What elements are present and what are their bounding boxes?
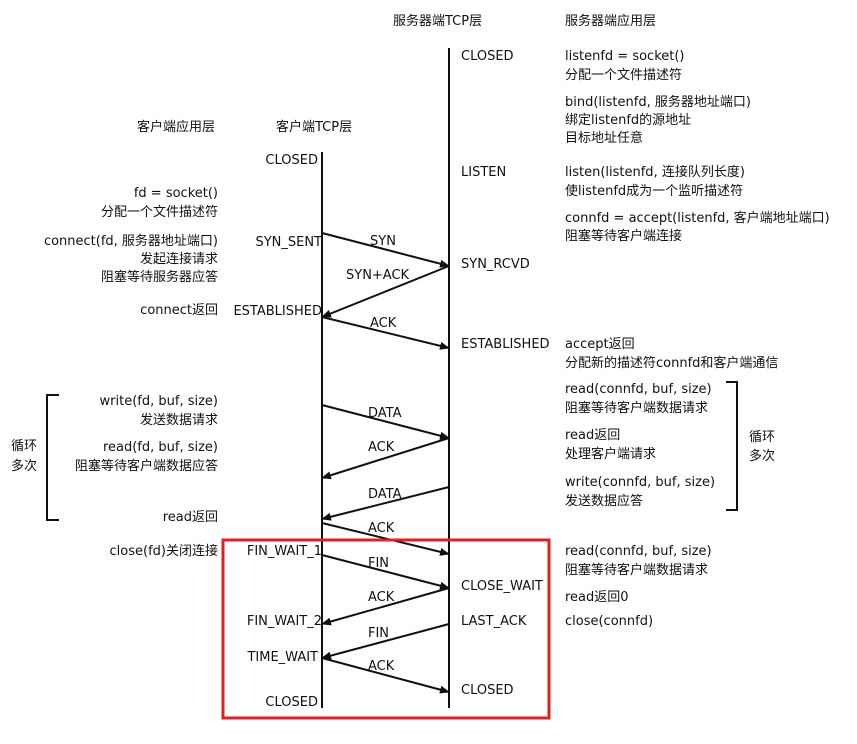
header-client-app: 客户端应用层 (137, 119, 215, 135)
server-note-read-ret-1: read返回 (565, 428, 620, 443)
client-state-closed-top: CLOSED (265, 153, 318, 168)
client-state-established: ESTABLISHED (233, 304, 322, 319)
msg-data-2: DATA (368, 487, 402, 502)
client-note-connect-2: 发起连接请求 (140, 251, 218, 267)
msg-data-1: DATA (368, 406, 402, 421)
server-note-bind-2: 绑定listenfd的源地址 (565, 112, 691, 128)
server-note-bind-3: 目标地址任意 (565, 130, 643, 146)
server-state-established: ESTABLISHED (461, 337, 550, 352)
server-note-close-read-2: 阻塞等待客户端数据请求 (565, 562, 708, 578)
server-state-closed-top: CLOSED (461, 49, 514, 64)
client-note-read-1: read(fd, buf, size) (103, 440, 218, 455)
client-state-fin-wait-2: FIN_WAIT_2 (247, 614, 322, 629)
msg-ack-2: ACK (368, 440, 395, 455)
server-loop-bracket (726, 381, 738, 511)
server-state-last-ack: LAST_ACK (461, 614, 527, 629)
msg-ack-3: ACK (368, 521, 395, 536)
arrow-fin-2 (321, 623, 450, 660)
server-note-read-zero: read返回0 (565, 590, 629, 605)
close-phase-highlight (221, 538, 551, 720)
arrow-data-2 (321, 486, 450, 521)
server-loop-label-1: 循环 (749, 430, 775, 445)
client-note-socket-1: fd = socket() (134, 186, 218, 201)
server-note-listen-2: 使listenfd成为一个监听描述符 (565, 183, 743, 199)
server-state-listen: LISTEN (461, 165, 506, 180)
msg-syn-ack: SYN+ACK (346, 268, 410, 283)
client-note-socket-2: 分配一个文件描述符 (101, 204, 218, 220)
arrow-fin-1 (321, 554, 450, 590)
server-note-socket-1: listenfd = socket() (565, 49, 685, 64)
client-loop-bracket (46, 394, 59, 521)
msg-ack-1: ACK (370, 316, 397, 331)
arrow-data-1 (321, 404, 450, 440)
msg-fin-2: FIN (368, 626, 389, 641)
client-note-write-2: 发送数据请求 (140, 412, 218, 428)
client-note-read-2: 阻塞等待客户端数据应答 (75, 458, 218, 474)
arrow-syn-ack (321, 265, 450, 318)
server-note-accept-2: 阻塞等待客户端连接 (565, 228, 682, 244)
client-loop-label-1: 循环 (11, 439, 37, 454)
msg-syn: SYN (370, 234, 396, 249)
arrow-ack-5 (321, 657, 450, 694)
arrow-ack-1 (321, 316, 450, 350)
server-note-listen-1: listen(listenfd, 连接队列长度) (565, 164, 745, 180)
header-client-tcp: 客户端TCP层 (276, 119, 352, 135)
server-note-bind-1: bind(listenfd, 服务器地址端口) (565, 94, 751, 110)
header-server-app: 服务器端应用层 (565, 13, 656, 29)
server-note-socket-2: 分配一个文件描述符 (565, 67, 682, 83)
client-note-read-ret: read返回 (163, 510, 218, 525)
server-loop-label-2: 多次 (749, 448, 775, 464)
client-note-connect-3: 阻塞等待服务器应答 (101, 269, 218, 285)
server-note-write-1: write(connfd, buf, size) (565, 475, 715, 490)
client-loop-label-2: 多次 (11, 458, 37, 474)
client-note-connect-ret: connect返回 (140, 303, 218, 318)
server-note-read-2: 阻塞等待客户端数据请求 (565, 400, 708, 416)
msg-ack-4: ACK (368, 590, 395, 605)
server-note-close-read-1: read(connfd, buf, size) (565, 544, 712, 559)
server-note-accept-ret-1: accept返回 (565, 337, 635, 352)
arrow-syn (321, 232, 450, 268)
client-note-write-1: write(fd, buf, size) (100, 394, 218, 409)
client-state-fin-wait-1: FIN_WAIT_1 (247, 544, 322, 559)
msg-ack-5: ACK (368, 659, 395, 674)
server-note-accept-ret-2: 分配新的描述符connfd和客户端通信 (565, 355, 778, 371)
client-state-syn-sent: SYN_SENT (255, 235, 322, 250)
client-note-close: close(fd)关闭连接 (110, 543, 218, 559)
server-state-syn-rcvd: SYN_RCVD (461, 257, 530, 272)
header-server-tcp: 服务器端TCP层 (393, 13, 482, 29)
server-state-close-wait: CLOSE_WAIT (461, 579, 543, 594)
client-state-closed-bottom: CLOSED (265, 695, 318, 710)
client-note-connect-1: connect(fd, 服务器地址端口) (44, 233, 218, 249)
server-note-read-ret-2: 处理客户端请求 (565, 446, 656, 462)
arrow-ack-4 (321, 587, 450, 626)
server-note-read-1: read(connfd, buf, size) (565, 382, 712, 397)
msg-fin-1: FIN (368, 556, 389, 571)
arrow-ack-2 (321, 437, 450, 480)
server-state-closed-bottom: CLOSED (461, 683, 514, 698)
server-note-close: close(connfd) (565, 614, 653, 629)
server-note-write-2: 发送数据应答 (565, 493, 643, 509)
server-note-accept-1: connfd = accept(listenfd, 客户端地址端口) (565, 210, 830, 226)
client-state-time-wait: TIME_WAIT (246, 650, 318, 665)
